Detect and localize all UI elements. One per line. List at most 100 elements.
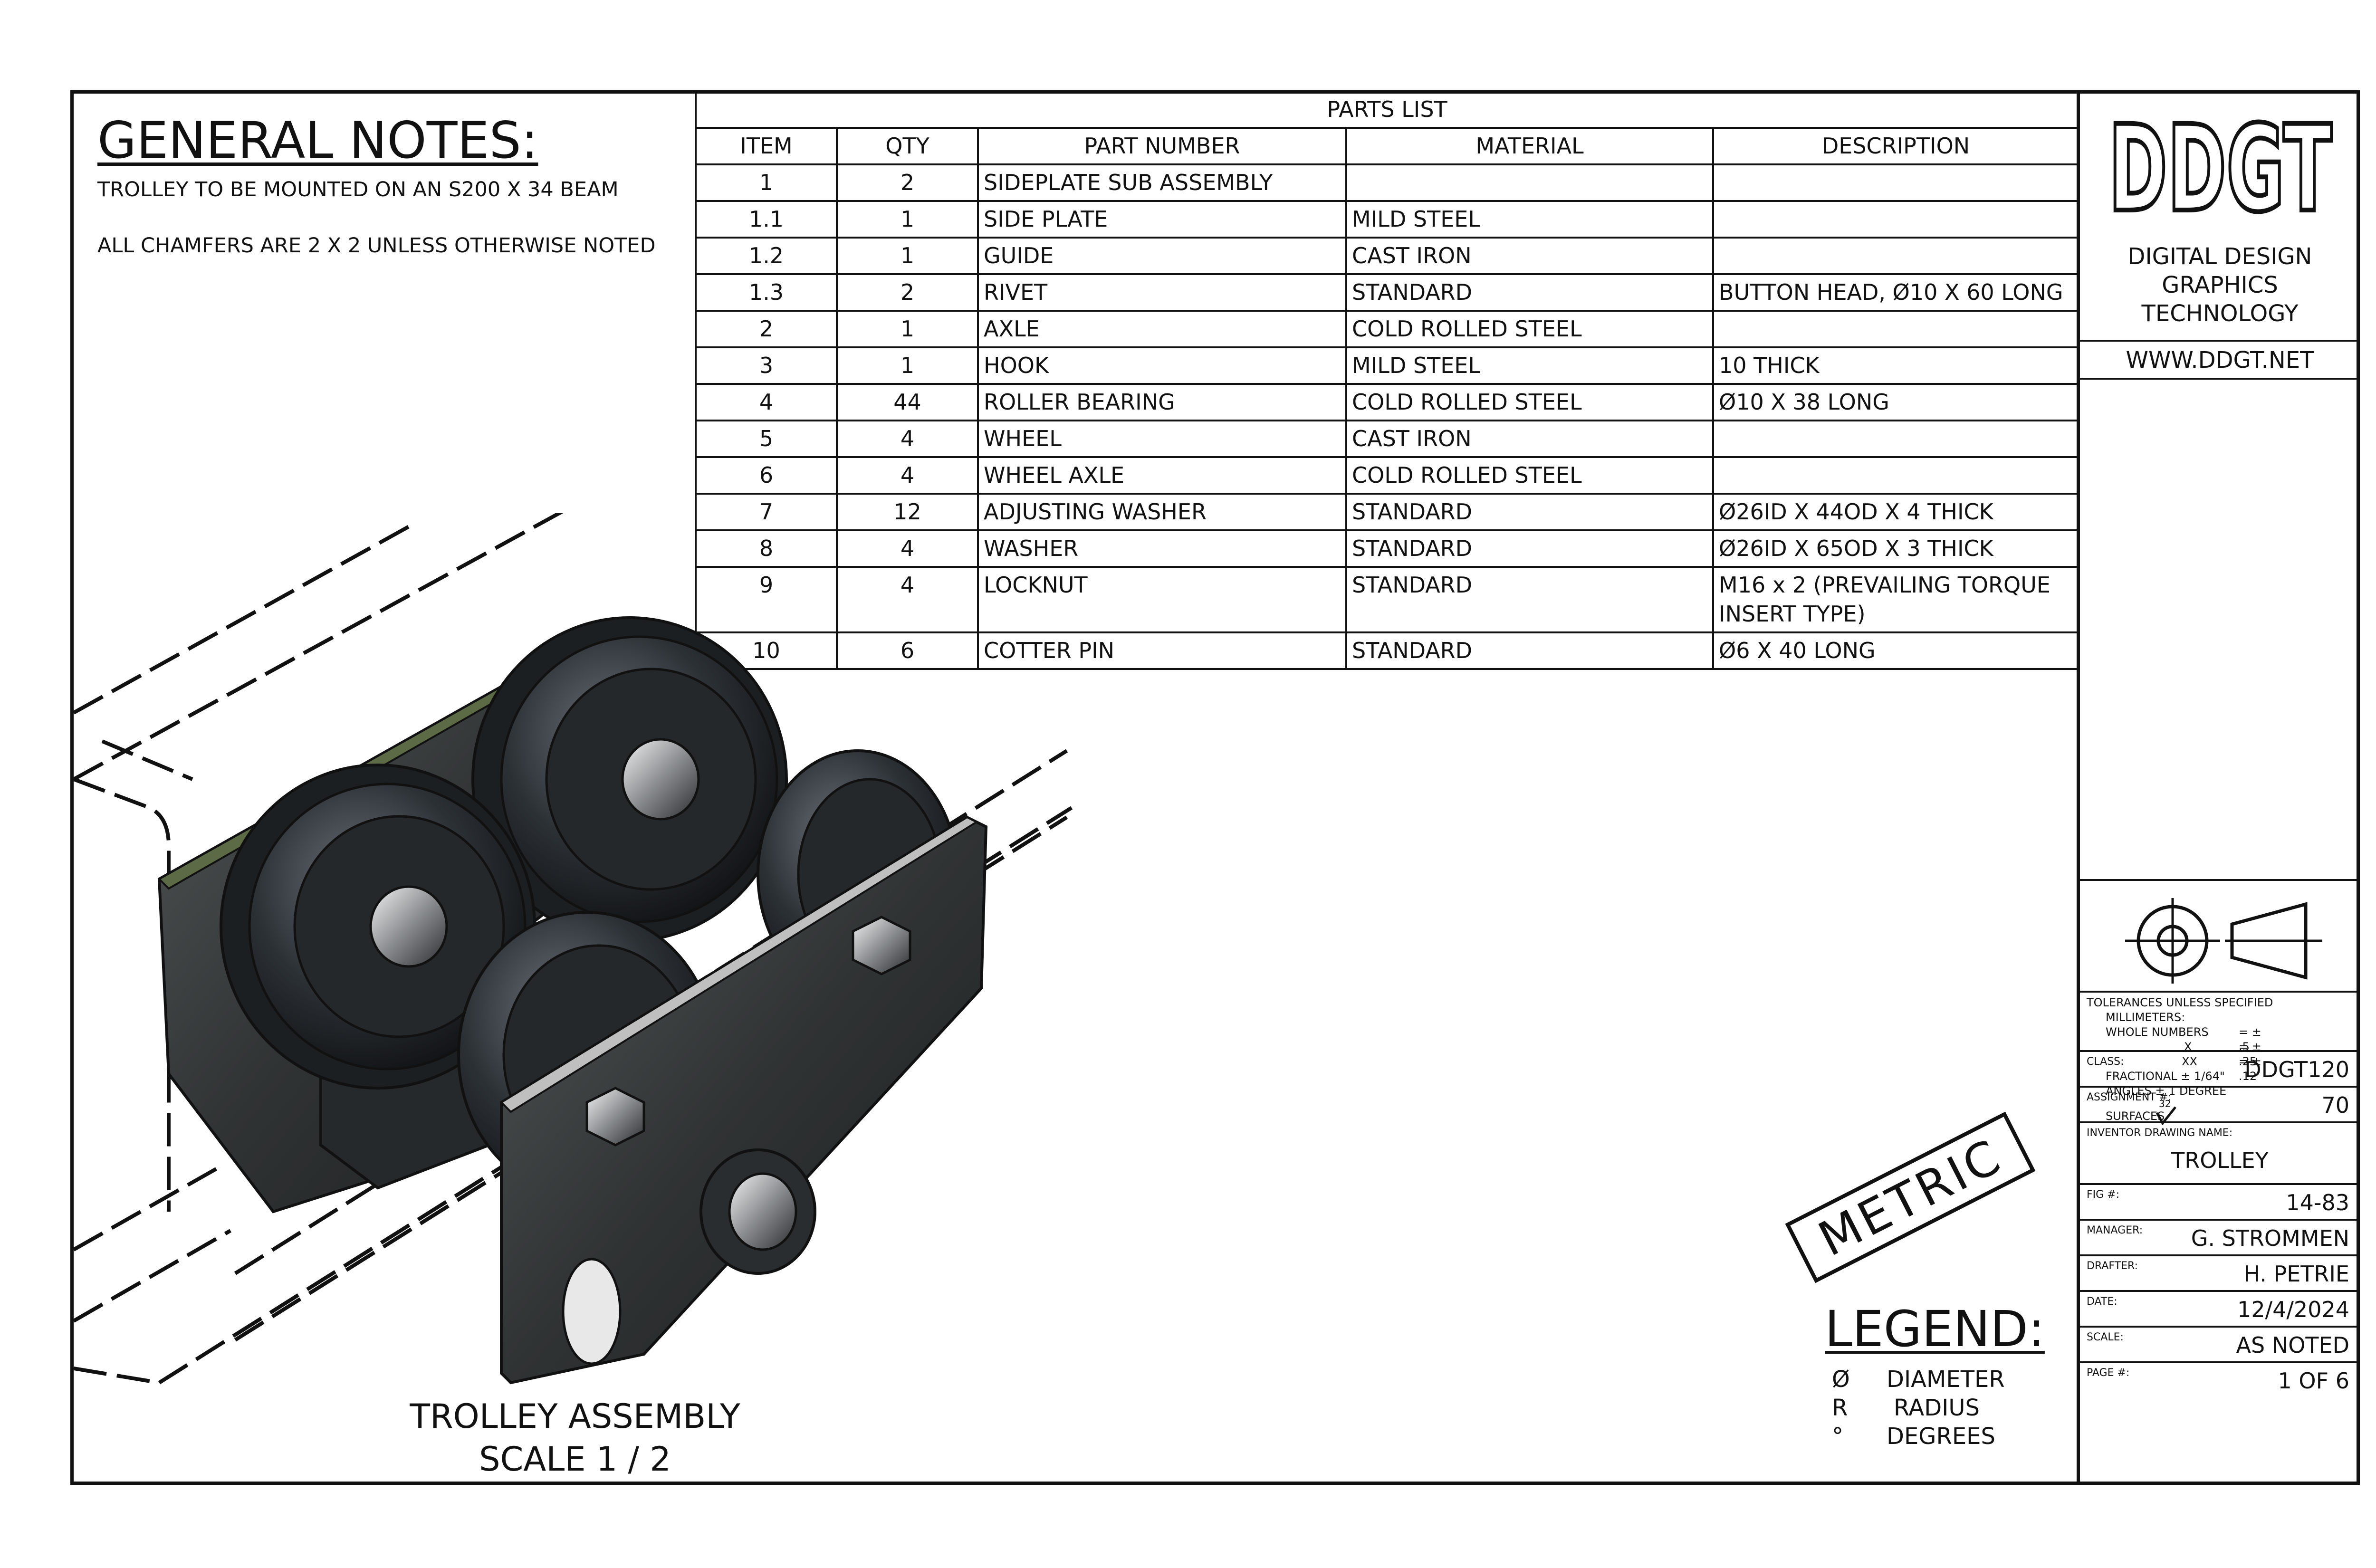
parts-list-cell: SIDEPLATE SUB ASSEMBLY: [977, 163, 1347, 202]
general-note: ALL CHAMFERS ARE 2 X 2 UNLESS OTHERWISE …: [97, 234, 656, 258]
parts-list-cell: STANDARD: [1345, 566, 1714, 633]
title-block-field-value: H. PETRIE: [2243, 1261, 2349, 1287]
tolerance-unit: MILLIMETERS:: [2106, 1011, 2185, 1024]
parts-list-cell: ROLLER BEARING: [977, 383, 1347, 421]
parts-list-column-header: PART NUMBER: [977, 127, 1347, 165]
title-block-field-label: MANAGER:: [2087, 1224, 2143, 1236]
tolerance-label: XX: [2182, 1055, 2197, 1068]
parts-list-cell: AXLE: [977, 310, 1347, 348]
website: WWW.DDGT.NET: [2126, 347, 2314, 373]
parts-list-cell: 6: [836, 631, 979, 670]
parts-list-column-header: MATERIAL: [1345, 127, 1714, 165]
parts-list-cell: 4: [836, 529, 979, 568]
parts-list-cell: [1712, 200, 2080, 239]
general-note: TROLLEY TO BE MOUNTED ON AN S200 X 34 BE…: [97, 178, 619, 201]
svg-text:DDGT: DDGT: [2108, 110, 2332, 220]
title-block-field-label: DATE:: [2087, 1296, 2117, 1308]
plate-edge: [499, 816, 979, 1113]
title-block-field-label: CLASS:: [2087, 1056, 2124, 1068]
legend-symbol: Ø: [1832, 1366, 1850, 1393]
parts-list-cell: 12: [836, 493, 979, 531]
wheel: [471, 616, 788, 942]
parts-list-cell: MILD STEEL: [1345, 200, 1714, 239]
parts-list-cell: 4: [836, 566, 979, 633]
general-notes-title: GENERAL NOTES:: [97, 111, 538, 170]
parts-list-cell: COLD ROLLED STEEL: [1345, 383, 1714, 421]
parts-list-cell: STANDARD: [1345, 273, 1714, 312]
parts-list-cell: Ø26ID X 65OD X 3 THICK: [1712, 529, 2080, 568]
parts-list-cell: 5: [695, 420, 838, 458]
tolerance-label: WHOLE NUMBERS: [2106, 1025, 2209, 1039]
parts-list-cell: 9: [695, 566, 838, 633]
third-angle-projection-icon: [2125, 898, 2322, 984]
parts-list-column-header: DESCRIPTION: [1712, 127, 2080, 165]
title-block-field-label: PAGE #:: [2087, 1367, 2130, 1379]
parts-list-cell: CAST IRON: [1345, 237, 1714, 275]
parts-list-cell: 2: [836, 273, 979, 312]
parts-list-cell: M16 x 2 (PREVAILING TORQUE INSERT TYPE): [1712, 566, 2080, 633]
parts-list-cell: [1712, 310, 2080, 348]
parts-list-cell: WASHER: [977, 529, 1347, 568]
parts-list-cell: 44: [836, 383, 979, 421]
org-name-line: TECHNOLOGY: [2141, 300, 2299, 327]
axle-hub: [699, 1148, 816, 1275]
title-block-field-value: G. STROMMEN: [2191, 1225, 2349, 1251]
view-caption: TROLLEY ASSEMBLY: [410, 1397, 740, 1436]
parts-list-cell: 2: [695, 310, 838, 348]
parts-list-cell: [1345, 163, 1714, 202]
parts-list-cell: Ø26ID X 44OD X 4 THICK: [1712, 493, 2080, 531]
trolley-assembly-illustration: [74, 513, 1073, 1385]
tolerance-surfaces: SURFACES: [2106, 1109, 2165, 1123]
parts-list-cell: 8: [695, 529, 838, 568]
parts-list-cell: [1712, 237, 2080, 275]
title-block-field-label: FIG #:: [2087, 1189, 2120, 1201]
title-block-field-label: ASSIGNMENT #:: [2087, 1091, 2172, 1103]
parts-list-cell: MILD STEEL: [1345, 346, 1714, 385]
parts-list-cell: COTTER PIN: [977, 631, 1347, 670]
legend-text: DIAMETER: [1887, 1366, 2005, 1393]
parts-list-cell: 1.1: [695, 200, 838, 239]
parts-list-cell: [1712, 420, 2080, 458]
parts-list-cell: 4: [836, 456, 979, 495]
parts-list-cell: CAST IRON: [1345, 420, 1714, 458]
parts-list-column-header: ITEM: [695, 127, 838, 165]
title-block: DDGT DIGITAL DESIGN GRAPHICS TECHNOLOGY …: [2077, 90, 2360, 1485]
title-block-field-value: TROLLEY: [2171, 1147, 2269, 1173]
parts-list-title: PARTS LIST: [694, 90, 2080, 129]
legend-symbol: R: [1832, 1395, 1848, 1421]
legend-text: DEGREES: [1887, 1423, 1995, 1450]
parts-list-cell: LOCKNUT: [977, 566, 1347, 633]
parts-list-cell: 1.2: [695, 237, 838, 275]
parts-list-cell: 10 THICK: [1712, 346, 2080, 385]
title-block-field-value: AS NOTED: [2236, 1332, 2350, 1358]
tolerance-label: X: [2184, 1040, 2192, 1053]
ddgt-logo: DDGT: [2106, 110, 2334, 220]
wheel: [220, 764, 536, 1090]
parts-list-cell: COLD ROLLED STEEL: [1345, 456, 1714, 495]
parts-list-cell: 1: [836, 237, 979, 275]
title-block-field-label: DRAFTER:: [2087, 1260, 2138, 1272]
parts-list-cell: 1.3: [695, 273, 838, 312]
parts-list-cell: 6: [695, 456, 838, 495]
parts-list-cell: 1: [836, 310, 979, 348]
parts-list-cell: [1712, 163, 2080, 202]
view-scale: SCALE 1 / 2: [479, 1440, 671, 1479]
locknut: [585, 916, 911, 1147]
parts-list-cell: WHEEL AXLE: [977, 456, 1347, 495]
surface-finish-value: 32: [2159, 1098, 2171, 1109]
parts-list-cell: RIVET: [977, 273, 1347, 312]
parts-list-cell: 1: [836, 200, 979, 239]
